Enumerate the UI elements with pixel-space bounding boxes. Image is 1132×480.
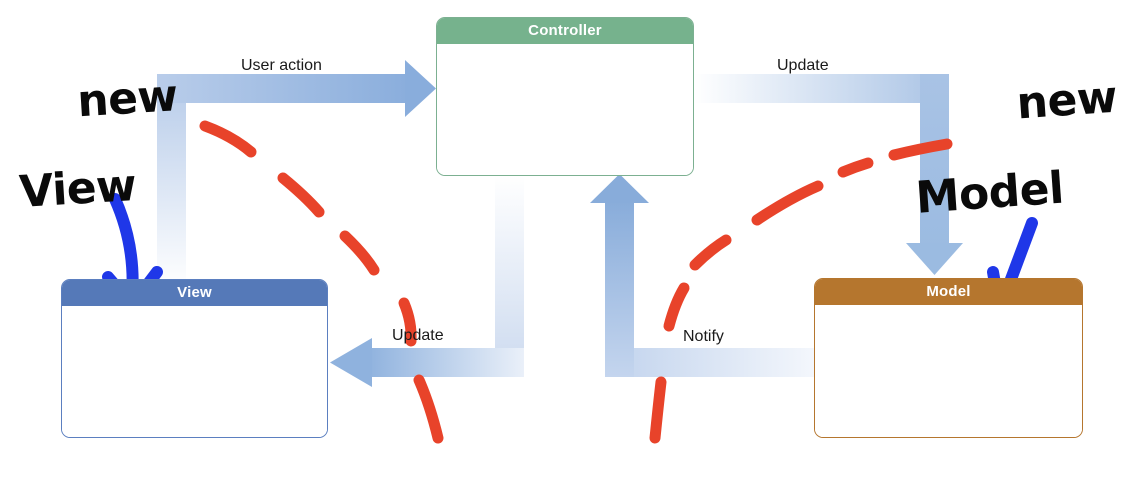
red-dashed-stroke-right bbox=[649, 138, 953, 444]
red-dashed-stroke-left bbox=[199, 120, 444, 444]
annotation-new-view-line1: new bbox=[75, 70, 180, 128]
node-controller[interactable]: Controller bbox=[436, 17, 694, 176]
node-view[interactable]: View bbox=[61, 279, 328, 438]
flow-arrow-update-bottom bbox=[330, 176, 524, 387]
node-view-title: View bbox=[62, 280, 327, 306]
node-controller-body bbox=[437, 44, 693, 175]
node-view-body bbox=[62, 306, 327, 437]
flow-arrow-notify bbox=[590, 174, 815, 377]
flow-arrow-user-action bbox=[157, 60, 436, 288]
node-model[interactable]: Model bbox=[814, 278, 1083, 438]
annotation-new-view: new View bbox=[14, 33, 189, 298]
flow-arrow-update-top bbox=[694, 74, 963, 275]
annotation-new-view-line2: View bbox=[17, 159, 138, 218]
node-controller-title: Controller bbox=[437, 18, 693, 44]
flow-label-update-bottom: Update bbox=[392, 327, 444, 344]
node-model-title: Model bbox=[815, 279, 1082, 305]
flow-label-update-top: Update bbox=[777, 57, 829, 74]
annotation-new-model-line1: new bbox=[1015, 71, 1119, 130]
flow-label-notify: Notify bbox=[683, 328, 724, 345]
annotation-new-model: new Model bbox=[914, 35, 1130, 301]
node-model-body bbox=[815, 305, 1082, 437]
flow-label-user-action: User action bbox=[241, 57, 322, 74]
annotation-new-model-line2: Model bbox=[914, 162, 1066, 224]
